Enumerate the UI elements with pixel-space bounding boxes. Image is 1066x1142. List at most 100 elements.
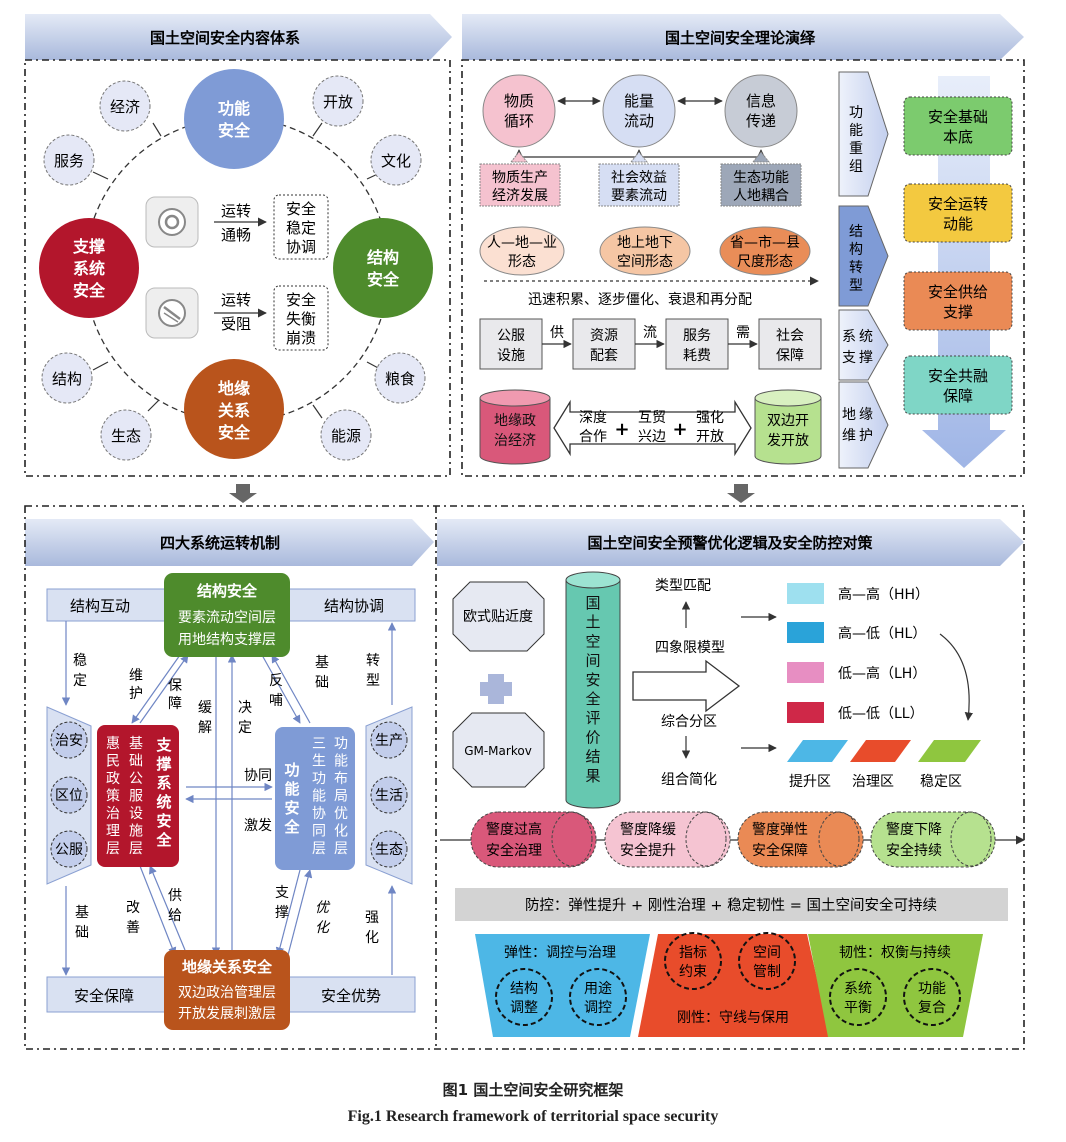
support-layer-char: 设 — [129, 806, 143, 822]
svg-text:地缘政: 地缘政 — [494, 413, 536, 429]
chevron-system-support — [838, 309, 889, 381]
svg-text:警度弹性: 警度弹性 — [752, 822, 808, 838]
svg-text:能源: 能源 — [331, 427, 361, 445]
banner-content-system: 国土空间安全内容体系 — [25, 14, 452, 60]
svg-text:四象限模型: 四象限模型 — [655, 640, 725, 656]
svg-text:+: + — [614, 419, 629, 440]
svg-text:功能: 功能 — [918, 981, 946, 997]
svg-text:省—市—县: 省—市—县 — [730, 234, 800, 251]
svg-text:需: 需 — [736, 325, 750, 341]
svg-text:型: 型 — [849, 278, 863, 294]
svg-text:保障: 保障 — [943, 387, 973, 405]
svg-text:安全持续: 安全持续 — [886, 842, 942, 859]
svg-text:治经济: 治经济 — [494, 433, 536, 449]
svg-text:强化: 强化 — [696, 410, 724, 426]
svg-text:安全优势: 安全优势 — [321, 987, 381, 1005]
support-layer-char: 惠 — [106, 736, 120, 752]
svg-text:欧式贴近度: 欧式贴近度 — [463, 609, 533, 625]
svg-text:安全: 安全 — [218, 423, 251, 442]
evaluation-char: 土 — [585, 613, 600, 631]
support-layer-char: 治 — [106, 806, 120, 822]
banner-mechanism: 四大系统运转机制 — [25, 519, 434, 566]
small-circle-grain: 粮食 — [374, 352, 426, 404]
legend-lh-swatch — [787, 662, 824, 683]
svg-text:生态功能: 生态功能 — [733, 170, 789, 186]
legend-ll-swatch — [787, 702, 824, 723]
svg-text:护: 护 — [129, 686, 143, 702]
svg-text:形态: 形态 — [508, 254, 536, 270]
bar-security-guarantee — [46, 976, 173, 1013]
svg-text:关系: 关系 — [218, 401, 250, 420]
panel-mechanism: 结构互动 结构协调 安全保障 安全优势 治安 区位 公服 生产 生活 生态 稳 … — [46, 573, 416, 1030]
zone-governance-swatch — [850, 740, 911, 762]
pillar-left-public: 公服 — [50, 830, 88, 868]
svg-text:警度过高: 警度过高 — [486, 821, 542, 838]
svg-text:系统: 系统 — [844, 981, 872, 997]
small-circle-structure: 结构 — [41, 352, 93, 404]
box-geo-security: 地缘关系安全 双边政治管理层 开放发展刺激层 — [164, 950, 290, 1030]
bar-structure-coordination — [284, 588, 416, 622]
svg-text:础: 础 — [75, 925, 89, 941]
result-collapse-box: 安全 失衡 崩溃 — [273, 285, 329, 351]
svg-text:供: 供 — [168, 888, 182, 904]
svg-text:生活: 生活 — [375, 788, 403, 804]
svg-text:资源: 资源 — [590, 328, 618, 344]
box-structure-security: 结构安全 要素流动空间层 用地结构支撑层 — [164, 573, 290, 657]
support-title-char: 全 — [155, 831, 172, 849]
svg-text:+: + — [672, 419, 687, 440]
svg-text:型: 型 — [366, 673, 380, 689]
support-layer-char: 策 — [106, 788, 120, 805]
result-stable-box: 安全 稳定 协调 — [273, 194, 329, 260]
big-circle-geo: 地缘关系安全 — [184, 359, 284, 459]
svg-text:通畅: 通畅 — [221, 226, 251, 244]
down-arrow-left — [229, 484, 257, 503]
zone-stable-swatch — [918, 740, 981, 762]
svg-text:给: 给 — [168, 908, 182, 924]
svg-text:支撑: 支撑 — [72, 237, 105, 256]
support-layer-char: 政 — [106, 771, 120, 787]
svg-text:地缘: 地缘 — [218, 379, 250, 398]
pillar-left-security: 治安 — [50, 721, 88, 759]
support-title-char: 统 — [156, 793, 171, 811]
svg-text:维: 维 — [129, 668, 143, 684]
trapezoid-tough: 韧性：权衡与持续 系统 平衡 功能 复合 — [808, 934, 983, 1037]
svg-text:安全保障: 安全保障 — [74, 987, 134, 1005]
chevron-structure-transform — [838, 205, 889, 307]
small-circle-energy: 能源 — [320, 409, 372, 461]
svg-text:地缘关系安全: 地缘关系安全 — [182, 958, 273, 976]
support-layer-char: 施 — [129, 824, 143, 840]
function-layer-char: 同 — [312, 824, 326, 840]
svg-text:刚性：守线与保用: 刚性：守线与保用 — [677, 1010, 789, 1026]
svg-text:类型匹配: 类型匹配 — [655, 578, 711, 594]
big-circle-structure: 结构安全 — [333, 218, 433, 318]
svg-text:障: 障 — [168, 696, 182, 712]
svg-text:人—地—业: 人—地—业 — [487, 235, 557, 251]
function-layer-char: 局 — [334, 789, 348, 805]
support-title-char: 支 — [155, 736, 172, 754]
svg-text:安全: 安全 — [367, 270, 400, 289]
svg-text:调整: 调整 — [510, 1000, 538, 1016]
svg-text:物质: 物质 — [504, 92, 534, 110]
svg-text:韧性：权衡与持续: 韧性：权衡与持续 — [839, 944, 951, 961]
svg-text:空间: 空间 — [753, 945, 781, 961]
support-layer-char: 础 — [129, 754, 143, 770]
svg-text:动能: 动能 — [943, 215, 973, 233]
svg-text:功能: 功能 — [218, 99, 250, 118]
svg-text:支: 支 — [275, 885, 289, 901]
svg-text:撑: 撑 — [275, 905, 289, 921]
function-title-char: 全 — [283, 818, 300, 836]
svg-text:公服: 公服 — [497, 328, 525, 344]
